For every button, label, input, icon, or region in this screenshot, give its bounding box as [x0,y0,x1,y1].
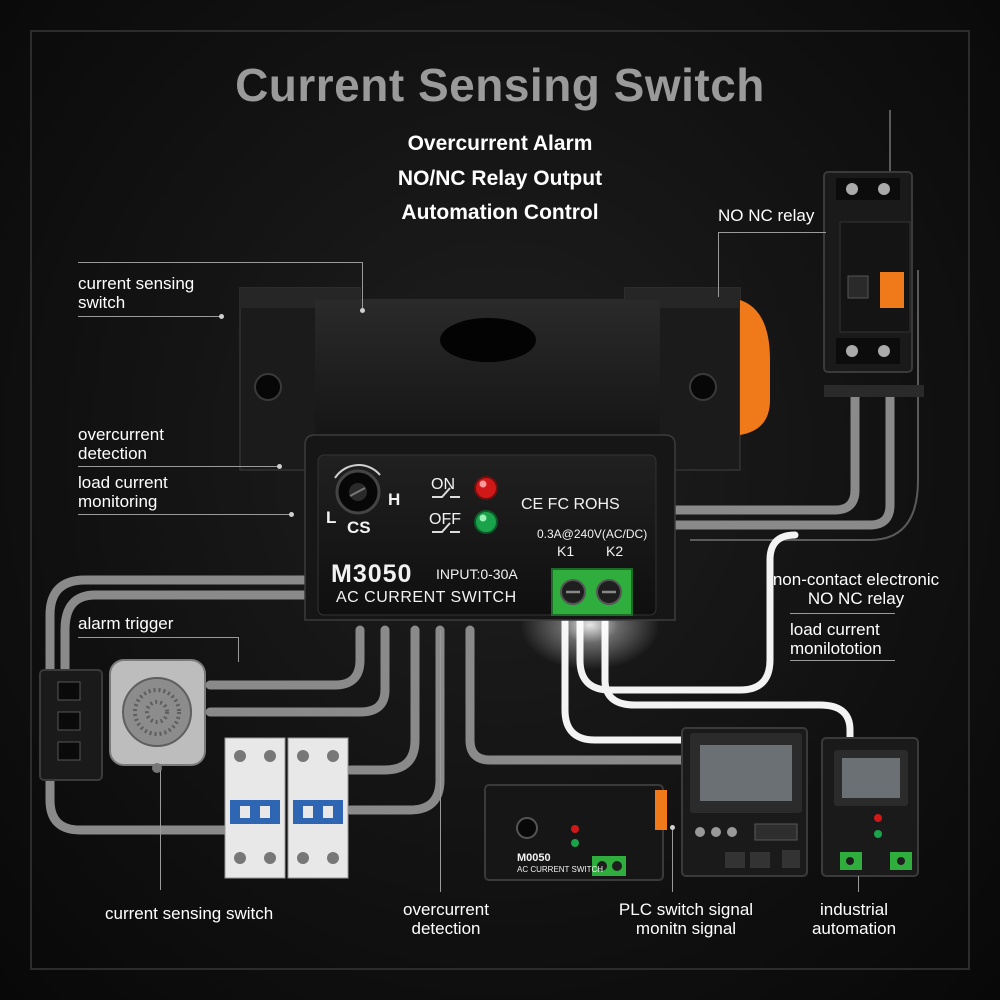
callout-line [790,660,895,661]
small-device-type: AC CURRENT SWITCH [517,865,604,874]
callout-current-sensing-switch-bottom: current sensing switch [105,904,274,923]
callout-industrial-automation: industrial automation [811,900,897,938]
orange-clip [740,300,770,435]
led-on-label: ON [431,476,455,493]
callout-load-current-monitoring: load current monitoring [78,473,168,511]
callout-non-contact-relay: non-contact electronic NO NC relay [772,570,940,608]
callout-line [78,637,238,638]
callout-current-sensing-switch: current sensing switch [78,274,195,312]
callout-line [718,232,826,233]
knob-cs-label: CS [347,518,371,537]
led-off-label: OFF [429,511,461,528]
feature-relay-output: NO/NC Relay Output [397,167,603,190]
callout-line [790,613,895,614]
plc-panel [681,727,808,877]
callout-line [672,828,673,892]
callout-line [78,514,290,515]
led-red [474,476,498,500]
callout-overcurrent-detection-bottom: overcurrent detection [403,900,489,938]
callout-load-current-monitoring-right: load current monilototion [790,620,882,658]
feature-automation-control: Automation Control [401,201,599,224]
callout-overcurrent-detection: overcurrent detection [78,425,164,463]
input-range: INPUT:0-30A [436,566,518,582]
callout-dot [360,308,365,313]
callout-line [78,466,278,467]
alarm-buzzer [39,659,206,781]
callout-line [160,770,161,890]
terminal-k2: K2 [606,543,624,559]
callout-dot [289,512,294,517]
thin-wires [690,110,919,541]
page-title: Current Sensing Switch [235,59,765,111]
callout-dot [277,464,282,469]
gray-cables [45,385,895,835]
small-switch-device [484,784,667,881]
glowing-cables [561,531,854,744]
callout-line [238,637,239,662]
automation-controller [821,737,919,877]
sensing-hole [440,318,536,362]
device-type: AC CURRENT SWITCH [336,589,517,606]
model-number: M3050 [331,560,413,588]
knob-high-label: H [388,490,401,509]
callout-line [78,262,363,263]
panel-frame [30,30,970,970]
knob-low-label: L [326,508,337,527]
terminal-k1: K1 [557,543,575,559]
relay-module [823,171,924,397]
callout-alarm-trigger: alarm trigger [78,614,174,633]
certifications: CE FC ROHS [521,496,620,513]
feature-overcurrent-alarm: Overcurrent Alarm [407,132,593,155]
circuit-breakers [224,737,349,879]
led-green [474,510,498,534]
callout-no-nc-relay: NO NC relay [718,206,815,225]
callout-line [440,630,441,892]
callout-dot [670,825,675,830]
main-device [239,287,770,621]
callout-line [362,262,363,310]
small-device-model: M0050 [517,852,551,864]
callout-line [858,876,859,892]
relay-rating: 0.3A@240V(AC/DC) [537,527,648,541]
callout-plc-signal: PLC switch signal monitn signal [618,900,754,938]
callout-dot [219,314,224,319]
callout-line [718,232,719,297]
callout-line [78,316,220,317]
